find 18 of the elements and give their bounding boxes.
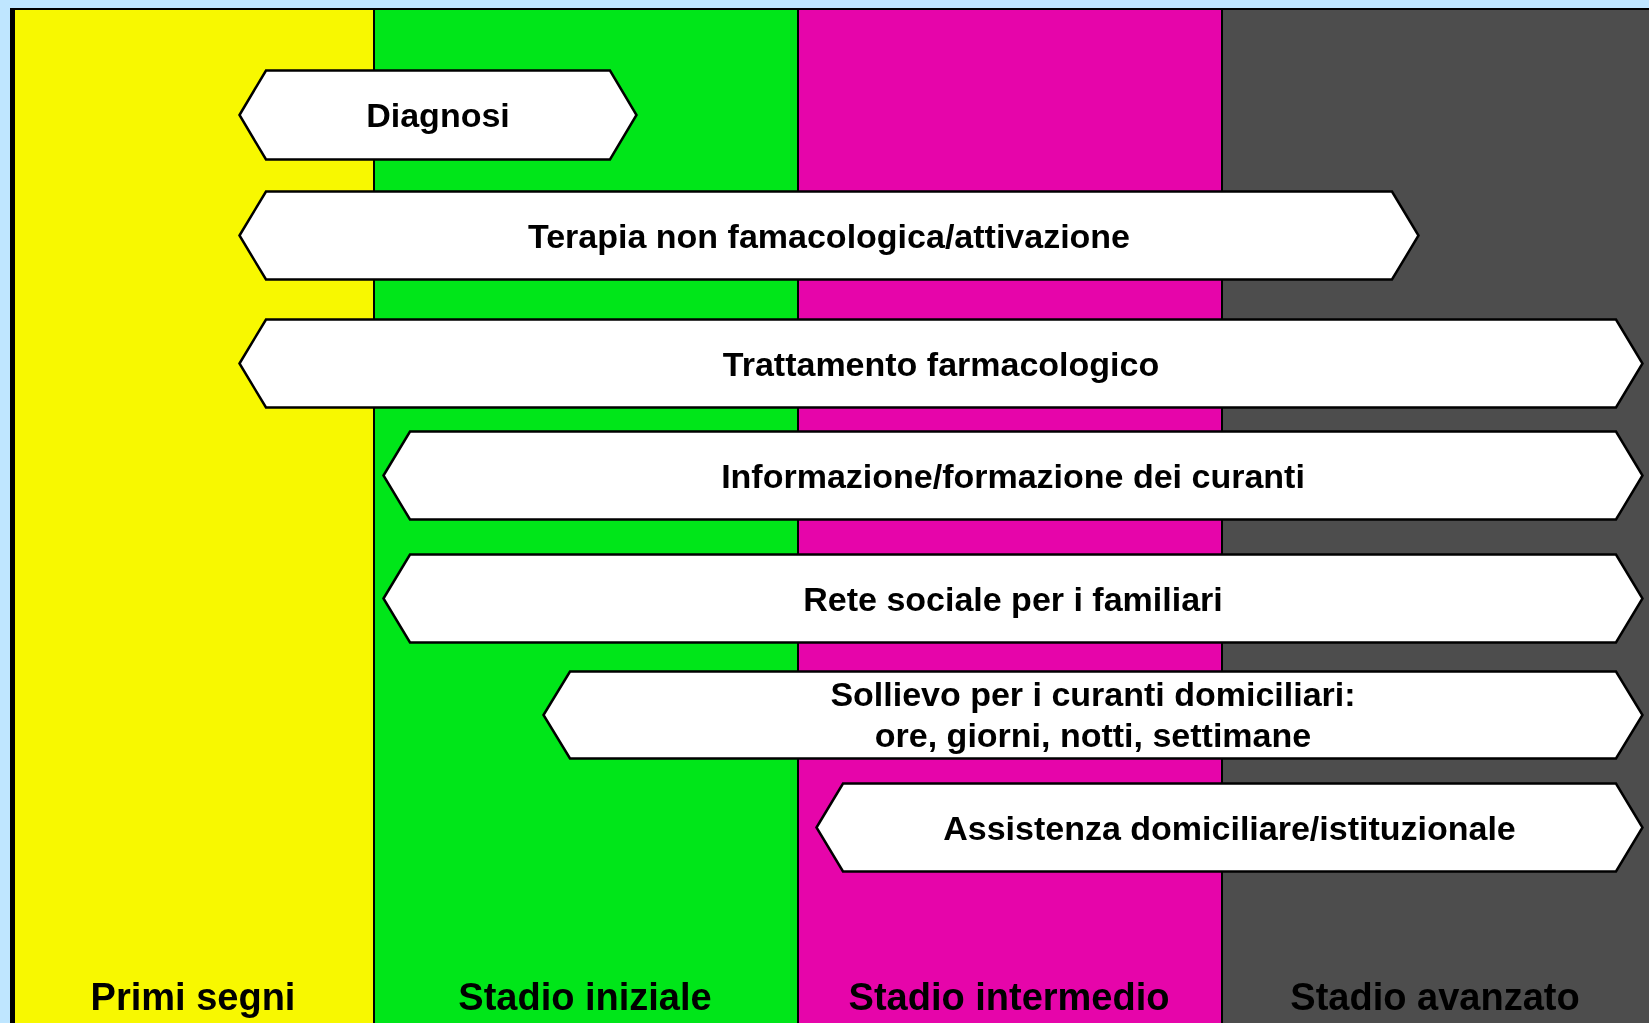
bar-label: Sollievo per i curanti domiciliari: ore, giorni, notti, settimane <box>829 674 1357 756</box>
hexagon-bar <box>542 670 1644 760</box>
hexagon-bar <box>238 69 638 161</box>
hexagon-bar <box>382 430 1644 521</box>
hexagon-bar <box>815 782 1644 873</box>
bar-label: Diagnosi <box>366 94 510 136</box>
hexagon-bar <box>382 553 1644 644</box>
hexagon-bar <box>238 318 1644 409</box>
bar-label: Assistenza domiciliare/istituzionale <box>943 807 1516 848</box>
bar-label: Terapia non famacologica/attivazione <box>527 215 1131 256</box>
hexagon-bar <box>238 190 1420 281</box>
stage-label: Primi segni <box>13 976 373 1019</box>
stage-label: Stadio intermedio <box>797 976 1221 1019</box>
stage-label: Stadio avanzato <box>1221 976 1649 1019</box>
stage-label: Stadio iniziale <box>373 976 797 1019</box>
bar-label: Informazione/formazione dei curanti <box>721 455 1305 496</box>
bar-label: Rete sociale per i familiari <box>803 578 1223 619</box>
bar-label: Trattamento farmacologico <box>722 343 1160 384</box>
